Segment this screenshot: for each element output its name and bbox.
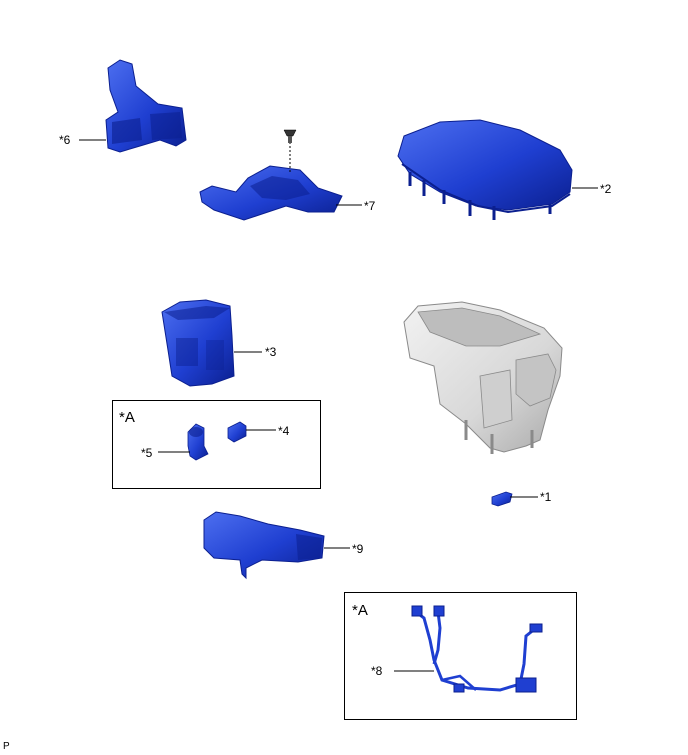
footer-code: P bbox=[3, 741, 10, 752]
console-housing-part-1 bbox=[403, 301, 563, 507]
callout-3: *3 bbox=[265, 345, 277, 359]
box-a-lower bbox=[344, 592, 577, 720]
callout-6: *6 bbox=[59, 133, 71, 147]
callout-1: *1 bbox=[540, 490, 552, 504]
box-a1-contents bbox=[158, 421, 276, 461]
callout-8: *8 bbox=[371, 664, 383, 678]
duct-part-9 bbox=[203, 511, 350, 580]
callout-9: *9 bbox=[352, 542, 364, 556]
box-a-upper bbox=[112, 400, 321, 489]
callout-2: *2 bbox=[600, 182, 612, 196]
box-part-3 bbox=[161, 299, 262, 387]
box-a-lower-label: *A bbox=[352, 602, 368, 619]
console-lid-part-2 bbox=[397, 119, 598, 220]
duct-part-6 bbox=[79, 59, 187, 153]
wire-harness-part-8 bbox=[394, 605, 543, 693]
callout-5: *5 bbox=[141, 446, 153, 460]
bracket-part-7 bbox=[199, 129, 362, 221]
box-a-upper-label: *A bbox=[119, 409, 135, 426]
callout-7: *7 bbox=[364, 199, 376, 213]
callout-4: *4 bbox=[278, 424, 290, 438]
